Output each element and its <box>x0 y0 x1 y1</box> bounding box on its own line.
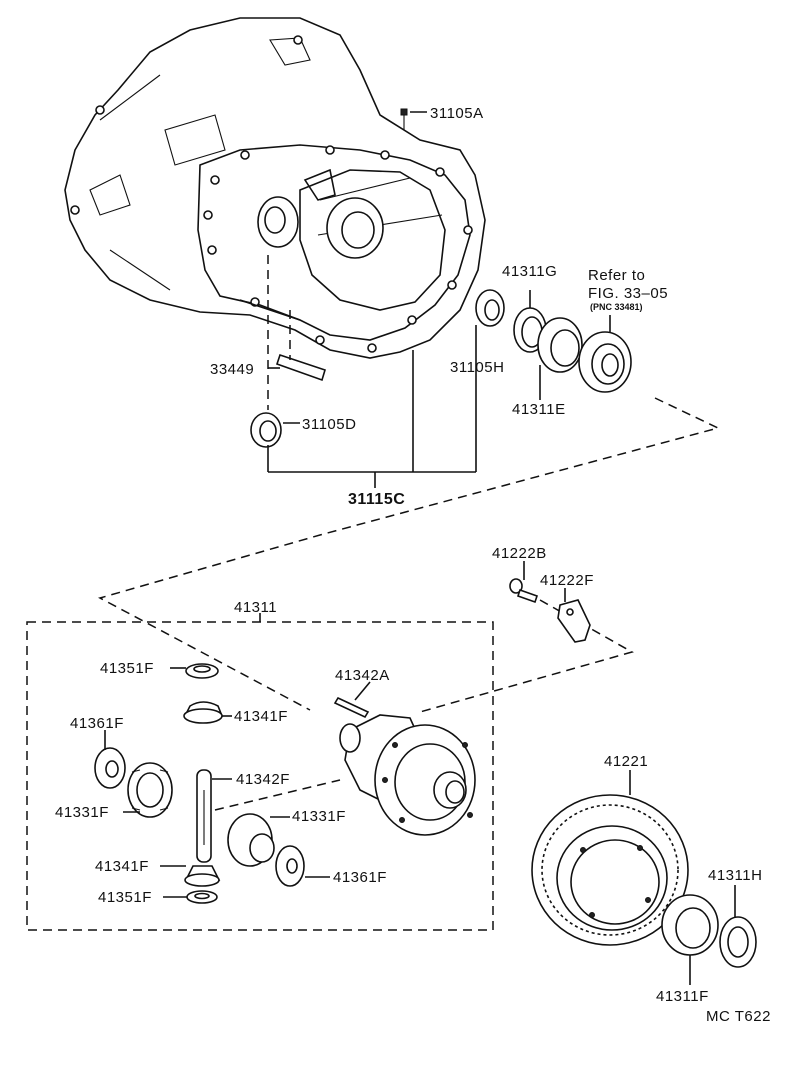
thrust-washer-icon <box>94 730 126 789</box>
label-31115C: 31115C <box>348 491 405 508</box>
refer-line-3: (PNC 33481) <box>590 302 643 312</box>
pinion-gear-icon <box>160 865 221 887</box>
label-41222F: 41222F <box>540 572 594 589</box>
bearing-icon <box>578 315 632 393</box>
side-gear-icon <box>227 813 290 867</box>
pinion-gear-icon <box>183 701 232 724</box>
bearing-icon <box>537 317 583 400</box>
transaxle-case-icon <box>64 17 486 359</box>
label-41351F-top: 41351F <box>100 660 154 677</box>
shaft-icon <box>196 769 341 863</box>
figure-code: MC T622 <box>706 1008 771 1025</box>
bearing-icon <box>661 894 719 985</box>
label-31105H: 31105H <box>450 359 504 376</box>
label-41311: 41311 <box>234 599 277 616</box>
label-41221: 41221 <box>604 753 648 770</box>
ring-gear-icon <box>531 770 689 946</box>
label-41342A: 41342A <box>335 667 390 684</box>
label-41311G: 41311G <box>502 263 557 280</box>
label-41311F: 41311F <box>656 988 709 1005</box>
thrust-washer-icon <box>275 845 330 887</box>
washer-icon <box>170 663 219 679</box>
oil-seal-icon <box>250 412 300 448</box>
label-41341F-top: 41341F <box>234 708 288 725</box>
lock-plate-icon <box>557 588 591 643</box>
pin-icon <box>267 255 326 410</box>
label-41311E: 41311E <box>512 401 566 418</box>
dashed-leader <box>419 599 634 713</box>
pin-icon <box>333 681 371 719</box>
label-41351F-bottom: 41351F <box>98 889 152 906</box>
label-41361F-right: 41361F <box>333 869 387 886</box>
label-31105D: 31105D <box>302 416 356 433</box>
label-41331F-left: 41331F <box>55 804 109 821</box>
side-gear-icon <box>123 762 173 818</box>
label-31105A: 31105A <box>430 105 484 122</box>
oil-seal-icon <box>475 289 505 327</box>
label-41311H: 41311H <box>708 867 762 884</box>
refer-line-1: Refer to <box>588 267 645 284</box>
differential-case-icon <box>339 714 476 836</box>
bracket-31115C <box>267 325 477 488</box>
plug-icon <box>400 108 427 130</box>
label-41331F-right: 41331F <box>292 808 346 825</box>
refer-line-2: FIG. 33–05 <box>588 285 668 302</box>
shim-icon <box>719 885 757 968</box>
label-41361F-left: 41361F <box>70 715 124 732</box>
label-41341F-bottom: 41341F <box>95 858 149 875</box>
label-41342F: 41342F <box>236 771 290 788</box>
label-33449: 33449 <box>210 361 254 378</box>
dashed-leader <box>98 397 721 711</box>
bolt-icon <box>509 561 539 604</box>
washer-icon <box>163 890 218 904</box>
label-41222B: 41222B <box>492 545 547 562</box>
